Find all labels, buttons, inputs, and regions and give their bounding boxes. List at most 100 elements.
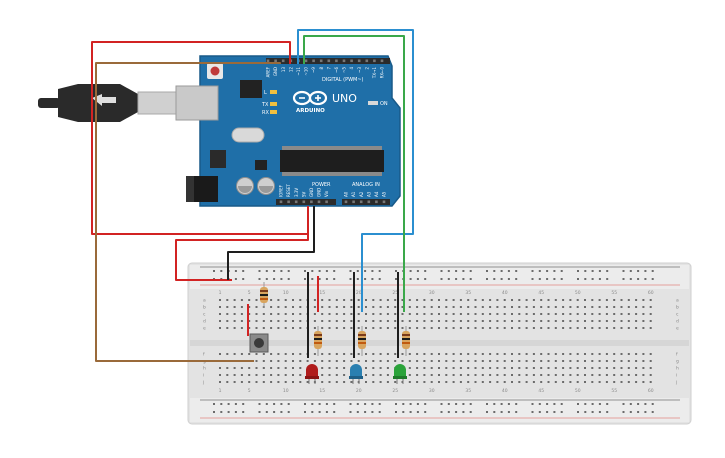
breadboard-hole bbox=[365, 367, 367, 369]
breadboard-hole bbox=[430, 381, 433, 383]
breadboard-hole bbox=[401, 353, 404, 355]
breadboard-hole bbox=[445, 299, 448, 301]
breadboard-hole bbox=[627, 299, 630, 301]
rail-hole bbox=[447, 411, 450, 413]
breadboard-hole bbox=[452, 381, 455, 383]
breadboard-hole bbox=[562, 374, 565, 376]
resistor-green-led[interactable] bbox=[402, 326, 410, 356]
rail-hole bbox=[507, 411, 510, 413]
resistor-red-led[interactable] bbox=[314, 326, 322, 356]
breadboard-hole bbox=[248, 306, 251, 308]
breadboard-hole bbox=[430, 327, 433, 329]
breadboard-hole bbox=[605, 327, 608, 329]
column-number: 55 bbox=[611, 290, 617, 296]
green-led[interactable] bbox=[393, 364, 407, 384]
breadboard-hole bbox=[467, 360, 470, 362]
breadboard-hole bbox=[386, 367, 389, 369]
breadboard-hole bbox=[219, 381, 221, 383]
breadboard-hole bbox=[408, 299, 411, 301]
breadboard: 1155101015152020252530303535404045455050… bbox=[187, 262, 692, 425]
rail-hole bbox=[606, 278, 609, 280]
breadboard-hole bbox=[452, 313, 455, 315]
breadboard-hole bbox=[408, 353, 411, 355]
rail-hole bbox=[629, 278, 632, 280]
digital-pin-label: 7 bbox=[326, 67, 331, 70]
column-number: 40 bbox=[502, 388, 508, 394]
breadboard-hole bbox=[481, 320, 484, 322]
breadboard-hole bbox=[277, 360, 280, 362]
breadboard-hole bbox=[379, 320, 382, 322]
breadboard-hole bbox=[226, 381, 229, 383]
breadboard-hole bbox=[219, 320, 221, 322]
brown-wire-to-button[interactable] bbox=[95, 62, 281, 362]
breadboard-hole bbox=[284, 374, 287, 376]
rail-hole bbox=[395, 403, 397, 405]
rail-hole bbox=[515, 270, 518, 272]
blue-wire-pin9[interactable] bbox=[297, 29, 414, 312]
rail-hole bbox=[213, 270, 215, 272]
pushbutton[interactable] bbox=[249, 333, 269, 353]
breadboard-hole bbox=[452, 374, 455, 376]
breadboard-hole bbox=[635, 320, 638, 322]
column-number: 35 bbox=[465, 290, 471, 296]
resistor-button[interactable] bbox=[260, 282, 268, 308]
rail-hole bbox=[304, 278, 306, 280]
breadboard-hole bbox=[481, 367, 484, 369]
red-led[interactable] bbox=[305, 364, 319, 384]
rail-hole bbox=[584, 278, 587, 280]
row-letter: j bbox=[675, 380, 677, 386]
breadboard-hole bbox=[525, 367, 528, 369]
breadboard-hole bbox=[584, 381, 586, 383]
breadboard-hole bbox=[430, 367, 433, 369]
breadboard-hole bbox=[438, 320, 440, 322]
breadboard-hole bbox=[233, 381, 236, 383]
breadboard-hole bbox=[335, 306, 338, 308]
rail-hole bbox=[598, 411, 601, 413]
breadboard-hole bbox=[605, 360, 608, 362]
breadboard-hole bbox=[372, 374, 375, 376]
breadboard-hole bbox=[226, 320, 229, 322]
breadboard-hole bbox=[605, 381, 608, 383]
header-pin bbox=[302, 200, 306, 204]
breadboard-hole bbox=[452, 360, 455, 362]
column-number: 60 bbox=[648, 388, 654, 394]
column-number: 30 bbox=[429, 388, 435, 394]
rail-hole bbox=[273, 270, 276, 272]
breadboard-hole bbox=[613, 320, 616, 322]
rail-hole bbox=[227, 411, 230, 413]
red-wire-5v-to-rail[interactable] bbox=[175, 206, 309, 281]
black-wire-gnd[interactable] bbox=[227, 206, 315, 280]
rail-hole bbox=[493, 403, 496, 405]
small-chip bbox=[255, 160, 267, 170]
header-pin bbox=[312, 59, 315, 63]
breadboard-hole bbox=[423, 320, 426, 322]
breadboard-hole bbox=[277, 327, 280, 329]
row-letter: d bbox=[676, 319, 679, 325]
breadboard-hole bbox=[642, 327, 645, 329]
breadboard-hole bbox=[401, 313, 404, 315]
breadboard-hole bbox=[525, 299, 528, 301]
row-letter: b bbox=[676, 305, 679, 311]
breadboard-hole bbox=[343, 353, 346, 355]
header-pin bbox=[310, 200, 313, 204]
breadboard-hole bbox=[292, 360, 294, 362]
rail-hole bbox=[553, 403, 556, 405]
breadboard-hole bbox=[598, 327, 601, 329]
breadboard-hole bbox=[489, 299, 492, 301]
header-pin bbox=[352, 200, 355, 204]
breadboard-hole bbox=[365, 360, 367, 362]
led-on-label: ON bbox=[380, 101, 388, 107]
green-wire-pin8[interactable] bbox=[303, 35, 405, 312]
breadboard-holes bbox=[200, 266, 680, 419]
rail-hole bbox=[606, 411, 609, 413]
rail-hole bbox=[546, 270, 549, 272]
breadboard-hole bbox=[474, 367, 477, 369]
breadboard-hole bbox=[489, 327, 492, 329]
breadboard-hole bbox=[576, 299, 579, 301]
header-pin bbox=[281, 59, 285, 63]
header-pin bbox=[287, 200, 290, 204]
breadboard-hole bbox=[292, 367, 294, 369]
blue-led[interactable] bbox=[349, 364, 363, 384]
resistor-blue-led[interactable] bbox=[358, 326, 366, 356]
rail-hole bbox=[416, 403, 419, 405]
